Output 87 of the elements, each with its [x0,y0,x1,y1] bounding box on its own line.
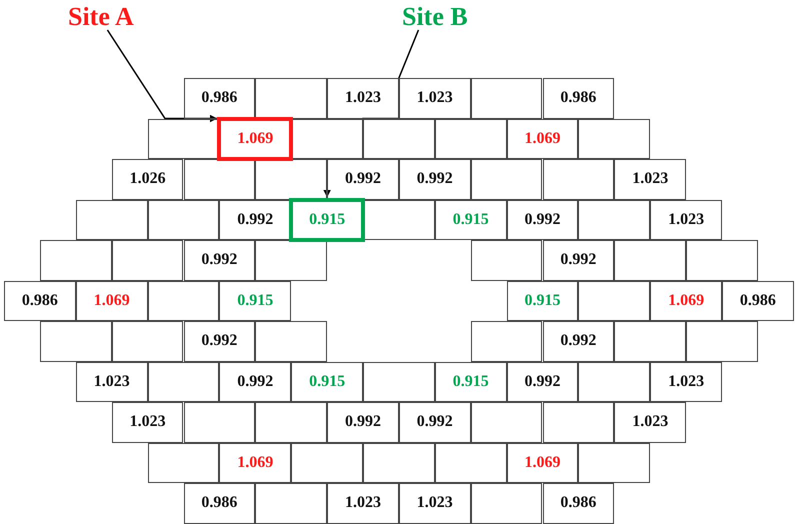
empty-cell [148,118,220,159]
value-cell: 0.986 [184,78,256,118]
empty-cell [578,362,650,402]
empty-cell [255,78,328,118]
value-cell: 1.069 [506,118,578,159]
empty-cell [148,200,220,240]
value-cell: 0.915 [289,198,365,242]
value-cell: 1.023 [112,402,184,442]
empty-cell [578,280,650,321]
value-cell: 0.992 [398,159,471,200]
empty-cell [614,240,686,280]
empty-cell [542,159,614,200]
site-label: Site A [68,2,134,32]
empty-cell [148,362,220,402]
empty-cell [255,159,328,200]
value-cell: 0.986 [542,483,614,524]
empty-cell [291,442,363,483]
value-cell: 0.915 [434,362,507,402]
value-cell: 0.992 [506,362,578,402]
empty-cell [255,402,328,442]
value-cell: 1.023 [614,402,686,442]
value-cell: 1.023 [398,78,471,118]
value-cell: 0.915 [291,362,363,402]
empty-cell [686,321,758,362]
empty-cell [40,240,112,280]
value-cell: 0.992 [184,321,256,362]
value-cell: 0.992 [542,321,614,362]
value-cell: 0.992 [219,362,292,402]
value-cell: 0.992 [219,200,292,240]
empty-cell [470,321,542,362]
empty-cell [184,402,256,442]
empty-cell [363,200,435,240]
empty-cell [255,321,328,362]
value-cell: 1.023 [398,483,471,524]
value-cell: 1.023 [327,78,399,118]
empty-cell [291,118,363,159]
value-cell: 1.069 [76,280,148,321]
empty-cell [470,240,542,280]
arrow [106,30,218,122]
empty-cell [255,240,328,280]
empty-cell [578,118,650,159]
empty-cell [686,240,758,280]
empty-cell [255,483,328,524]
empty-cell [542,402,614,442]
value-cell: 0.986 [542,78,614,118]
value-cell: 0.915 [219,280,292,321]
empty-cell [363,362,435,402]
empty-cell [112,240,184,280]
empty-cell [434,118,507,159]
value-cell: 0.986 [184,483,256,524]
value-cell: 1.069 [217,116,294,161]
empty-cell [578,200,650,240]
value-cell: 0.992 [506,200,578,240]
value-cell: 1.023 [650,362,722,402]
value-cell: 0.915 [434,200,507,240]
empty-cell [470,159,542,200]
empty-cell [363,118,435,159]
empty-cell [578,442,650,483]
empty-cell [40,321,112,362]
value-cell: 1.023 [76,362,148,402]
value-cell: 1.069 [650,280,722,321]
value-cell: 1.026 [112,159,184,200]
value-cell: 0.992 [184,240,256,280]
empty-cell [470,78,542,118]
value-cell: 0.915 [506,280,578,321]
value-cell: 1.023 [650,200,722,240]
empty-cell [614,321,686,362]
value-cell: 1.069 [219,442,292,483]
empty-cell [470,483,542,524]
empty-cell [76,200,148,240]
value-cell: 1.069 [506,442,578,483]
empty-cell [363,442,435,483]
empty-cell [434,442,507,483]
value-cell: 0.986 [4,280,76,321]
value-cell: 0.992 [327,402,399,442]
value-cell: 0.992 [398,402,471,442]
value-cell: 0.992 [327,159,399,200]
value-cell: 1.023 [614,159,686,200]
value-cell: 1.023 [327,483,399,524]
empty-cell [148,280,220,321]
empty-cell [112,321,184,362]
empty-cell [184,159,256,200]
empty-cell [148,442,220,483]
empty-cell [470,402,542,442]
value-cell: 0.992 [542,240,614,280]
site-label: Site B [402,2,468,32]
value-cell: 0.986 [722,280,794,321]
